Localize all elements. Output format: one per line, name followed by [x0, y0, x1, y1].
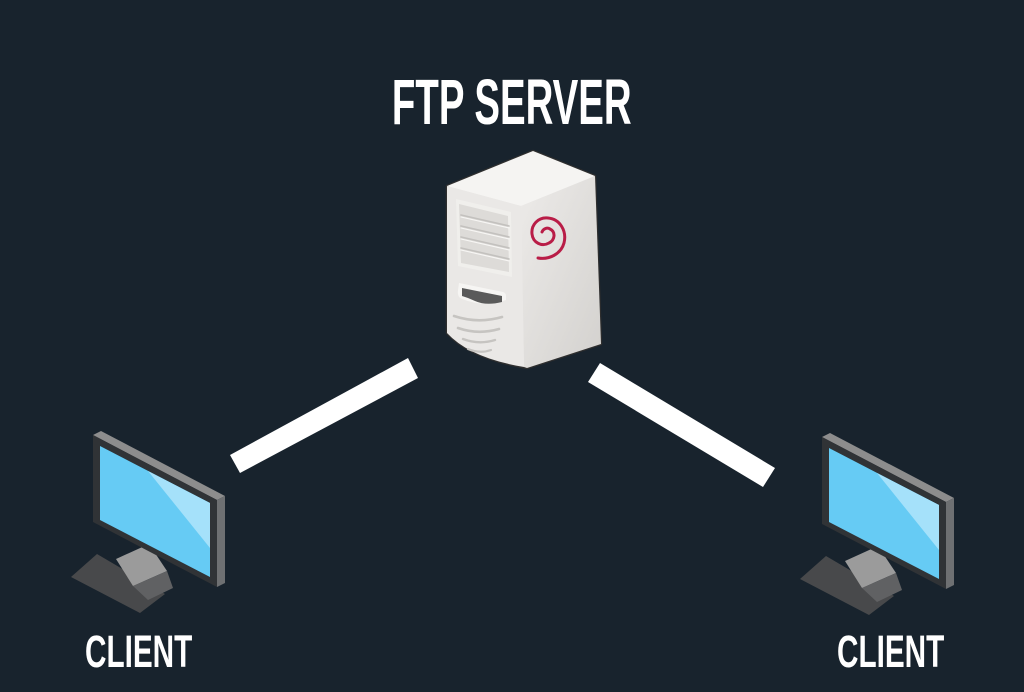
client-right-label: CLIENT: [837, 629, 1000, 674]
client-right-text: CLIENT: [837, 626, 945, 677]
server-title-text: FTP SERVER: [392, 66, 632, 138]
connection-line-right: [588, 363, 775, 487]
tower-slot-handle: [462, 288, 502, 304]
tower-drive-bay-lines: [460, 214, 510, 262]
tower-grille-icon: [452, 314, 504, 353]
ftp-server-icon: [445, 149, 603, 370]
tower-side-face: [521, 176, 601, 368]
client-left-text: CLIENT: [85, 626, 193, 677]
client-monitor-icon-right: [800, 433, 954, 615]
tower-top-face: [447, 151, 595, 206]
debian-swirl-icon: [530, 216, 567, 260]
client-monitor-icon-left: [71, 431, 225, 613]
connection-line-left: [230, 358, 418, 473]
tower-drive-panel: [459, 204, 509, 272]
client-left-label: CLIENT: [85, 629, 248, 674]
server-title-label: FTP SERVER: [0, 70, 1024, 134]
